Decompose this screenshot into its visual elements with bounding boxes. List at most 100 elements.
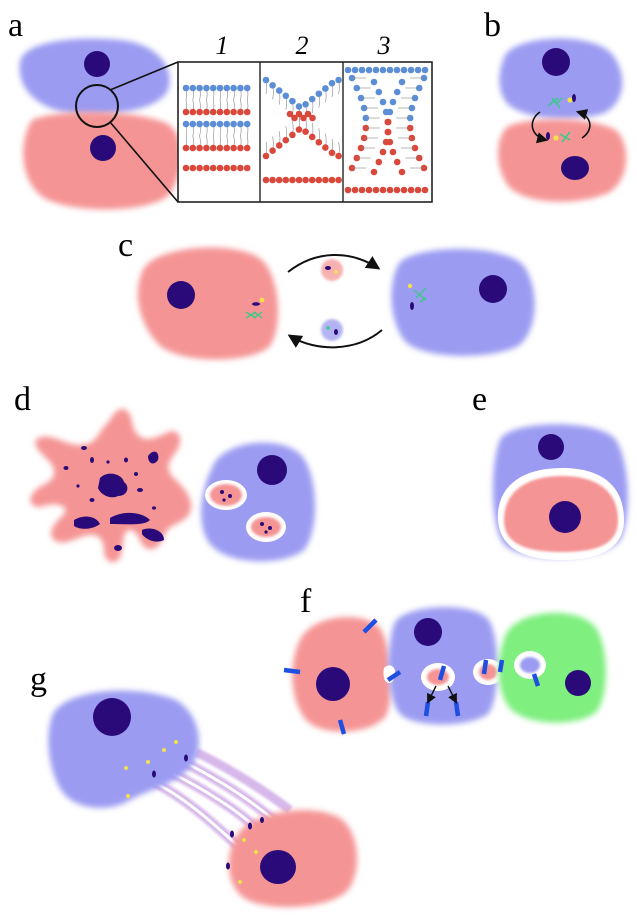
lipid-head xyxy=(329,150,336,157)
lipid-head xyxy=(230,85,237,92)
nucleus xyxy=(538,434,564,460)
vesicle-marker xyxy=(222,498,225,501)
lipid-head xyxy=(316,177,323,184)
lipid-head xyxy=(283,177,290,184)
lipid-head xyxy=(345,187,352,194)
lipid-head xyxy=(196,85,203,92)
lipid-head xyxy=(203,121,210,128)
lipid-head xyxy=(399,79,406,86)
vesicle-marker xyxy=(264,530,267,533)
engulfed-fragment xyxy=(210,484,242,506)
lipid-head xyxy=(190,145,197,152)
lipid-head xyxy=(196,145,203,152)
lipid-head xyxy=(237,145,244,152)
lipid-head xyxy=(390,99,397,106)
lipid-head xyxy=(224,121,231,128)
vesicle-marker xyxy=(567,97,572,102)
lipid-head xyxy=(387,67,394,74)
lipid-head xyxy=(283,93,290,100)
lipid-head xyxy=(309,177,316,184)
vesicle-marker xyxy=(408,284,412,288)
lipid-head xyxy=(380,67,387,74)
lipid-head xyxy=(210,109,217,116)
lipid-head xyxy=(302,101,309,108)
lipid-head xyxy=(196,165,203,172)
lipid-head xyxy=(230,145,237,152)
lipid-head xyxy=(210,165,217,172)
vesicle-marker xyxy=(546,132,550,140)
lipid-head xyxy=(394,187,401,194)
nucleus xyxy=(565,670,591,696)
panel-b: b xyxy=(484,7,626,202)
panel-label-e: e xyxy=(472,381,487,418)
lipid-head xyxy=(217,145,224,152)
lipid-head xyxy=(359,187,366,194)
lipid-head xyxy=(335,77,342,84)
lipid-head xyxy=(210,121,217,128)
nucleus xyxy=(316,667,350,701)
nucleus xyxy=(257,455,287,485)
engulfed-fragment xyxy=(520,657,540,673)
lipid-head xyxy=(359,67,366,74)
lipid-head xyxy=(371,169,378,176)
vesicle-marker xyxy=(326,326,330,330)
lipid-head xyxy=(203,85,210,92)
lipid-head xyxy=(190,121,197,128)
lipid-head xyxy=(322,144,329,151)
nucleus xyxy=(84,51,110,77)
nucleus xyxy=(260,850,296,884)
lipid-head xyxy=(385,129,392,136)
lipid-head xyxy=(329,80,336,87)
engulfed-fragment xyxy=(427,669,449,685)
cell-blue xyxy=(391,249,534,356)
nucleus xyxy=(414,618,442,646)
nucleus xyxy=(93,698,131,736)
lipid-head xyxy=(190,85,197,92)
lipid-head xyxy=(329,177,336,184)
lipid-head xyxy=(263,177,270,184)
lipid-head xyxy=(373,187,380,194)
panel-label-a: a xyxy=(8,7,23,44)
lipid-head xyxy=(244,121,251,128)
lipid-head xyxy=(289,98,296,105)
lipid-head xyxy=(422,187,429,194)
lipid-head xyxy=(394,67,401,74)
lipid-head xyxy=(309,96,316,103)
lipid-head xyxy=(230,165,237,172)
panel-label-c: c xyxy=(118,227,133,264)
lipid-head xyxy=(322,85,329,92)
panel-f: f xyxy=(284,583,606,734)
lipid-head xyxy=(217,109,224,116)
lipid-head xyxy=(237,85,244,92)
vesicle-marker xyxy=(334,270,338,274)
lipid-head xyxy=(352,187,359,194)
lipid-head xyxy=(380,99,387,106)
vesicle-marker xyxy=(553,135,558,140)
lipid-head xyxy=(387,109,394,116)
lipid-head xyxy=(244,145,251,152)
lipid-head xyxy=(316,139,323,146)
nucleus xyxy=(561,156,589,180)
lipid-head xyxy=(276,142,283,149)
lipid-head xyxy=(387,139,394,146)
lipid-head xyxy=(210,145,217,152)
lipid-head xyxy=(224,145,231,152)
lipid-head xyxy=(244,85,251,92)
lipid-head xyxy=(217,121,224,128)
lipid-head xyxy=(394,159,401,166)
lipid-head xyxy=(309,115,316,122)
panel-label-f: f xyxy=(300,583,312,620)
lipid-head xyxy=(244,165,251,172)
lipid-head xyxy=(415,187,422,194)
lipid-head xyxy=(190,165,197,172)
lipid-head xyxy=(296,177,303,184)
lipid-head xyxy=(289,132,296,139)
lipid-head xyxy=(408,67,415,74)
lipid-head xyxy=(399,169,406,176)
lipid-head xyxy=(203,109,210,116)
vesicle-marker xyxy=(325,266,331,270)
lipid-head xyxy=(237,121,244,128)
lipid-head xyxy=(183,121,190,128)
panel-e: e xyxy=(472,381,628,560)
